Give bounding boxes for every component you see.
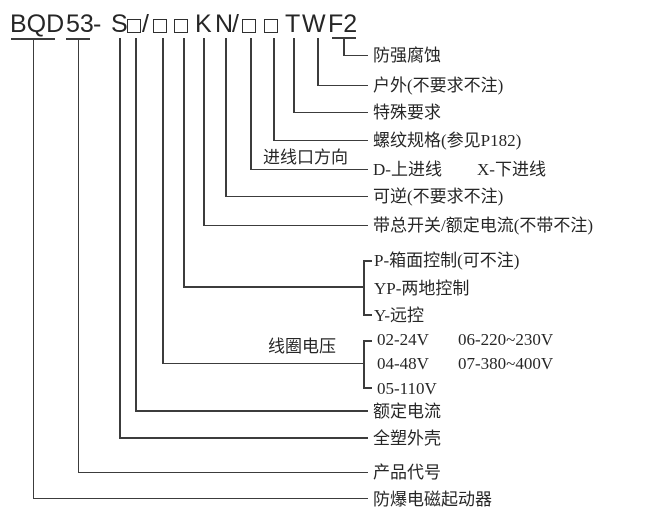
leader-line: [183, 38, 185, 287]
model-code-segment-bqd: BQD: [10, 10, 65, 38]
label-control-two-place: YP-两地控制: [374, 279, 470, 298]
label-product-code: 产品代号: [373, 463, 441, 482]
model-code-segment-k: K: [195, 10, 212, 38]
leader-line: [77, 471, 368, 473]
model-code-segment-slash: /: [142, 10, 149, 38]
model-code-segment-dash: -: [93, 10, 102, 38]
leader-line: [273, 38, 275, 141]
leader-line: [343, 37, 345, 56]
leader-line: [225, 195, 368, 197]
label-inlet-up: D-上进线: [373, 160, 442, 179]
model-code-segment-53: 53: [66, 10, 94, 38]
leader-line: [293, 38, 295, 113]
label-voltage-04: 04-48V: [377, 354, 429, 373]
leader-line: [273, 139, 368, 141]
label-inlet-direction: 进线口方向: [263, 148, 348, 167]
leader-line: [203, 224, 368, 226]
coil-voltage-bracket: [363, 340, 365, 389]
leader-line: [135, 38, 137, 411]
label-outdoor: 户外(不要求不注): [373, 76, 504, 95]
leader-line: [225, 38, 227, 197]
leader-line: [250, 38, 252, 170]
leader-line: [343, 54, 368, 56]
label-plastic-enclosure: 全塑外壳: [373, 429, 441, 448]
leader-line: [135, 410, 368, 412]
code-placeholder-box: [242, 19, 256, 33]
label-main-switch: 带总开关/额定电流(不带不注): [373, 216, 594, 235]
control-mode-bracket: [363, 260, 372, 262]
label-voltage-02: 02-24V: [377, 330, 429, 349]
label-reversible: 可逆(不要求不注): [373, 187, 504, 206]
label-inlet-down: X-下进线: [477, 160, 546, 179]
label-rated-current: 额定电流: [373, 402, 441, 421]
control-mode-bracket: [363, 260, 365, 316]
leader-line: [119, 38, 121, 438]
model-code-segment-slash2: /: [232, 10, 239, 38]
model-code-segment-n: N: [215, 10, 234, 38]
code-placeholder-box: [174, 19, 188, 33]
model-code-segment-s: S: [111, 10, 128, 38]
model-code-segment-f2: F2: [328, 10, 358, 38]
code-placeholder-box: [153, 19, 167, 33]
leader-line: [317, 84, 368, 86]
model-code-segment-w: W: [302, 10, 326, 38]
label-product-name: 防爆电磁起动器: [373, 490, 492, 509]
leader-line: [293, 111, 368, 113]
leader-line: [317, 38, 319, 86]
model-code-segment-t: T: [285, 10, 301, 38]
coil-voltage-bracket: [363, 340, 372, 342]
leader-line: [32, 38, 34, 499]
leader-line: [162, 38, 164, 363]
leader-line: [183, 286, 365, 288]
leader-line: [162, 362, 365, 364]
leader-line: [119, 437, 368, 439]
leader-line: [250, 168, 368, 170]
leader-line: [32, 497, 368, 499]
label-voltage-05: 05-110V: [377, 379, 437, 398]
coil-voltage-bracket: [363, 387, 372, 389]
label-coil-voltage: 线圈电压: [268, 337, 336, 356]
label-special-requirements: 特殊要求: [373, 103, 441, 122]
label-anti-strong-corrosion: 防强腐蚀: [373, 46, 441, 65]
leader-line: [77, 38, 79, 473]
leader-line: [203, 38, 205, 226]
code-placeholder-box: [127, 19, 141, 33]
label-voltage-06: 06-220~230V: [458, 330, 554, 349]
label-control-panel: P-箱面控制(可不注): [374, 251, 520, 270]
label-thread-spec: 螺纹规格(参见P182): [373, 131, 522, 150]
label-voltage-07: 07-380~400V: [458, 354, 554, 373]
control-mode-bracket: [363, 314, 372, 316]
code-placeholder-box: [264, 19, 278, 33]
label-control-remote: Y-远控: [374, 306, 425, 325]
